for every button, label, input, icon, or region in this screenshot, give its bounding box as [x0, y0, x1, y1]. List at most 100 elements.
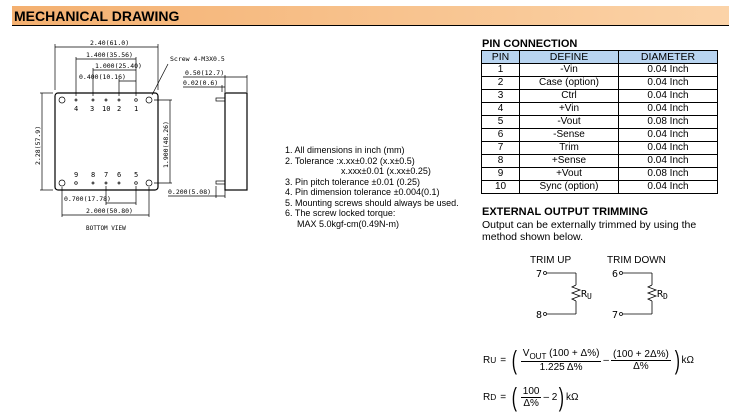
trim-down-pin-bottom: 7 [612, 310, 618, 321]
pin-label: 10 [102, 105, 110, 113]
trim-down-resistor: RD [657, 289, 668, 301]
dim-height: 2.28(57.9) [34, 126, 42, 165]
table-cell: -Sense [519, 128, 619, 142]
note: 4. Pin dimension tolerance ±0.004(0.1) [285, 187, 440, 197]
table-cell: 0.04 Inch [618, 76, 718, 90]
note: 1. All dimensions in inch (mm) [285, 145, 405, 155]
rd-sub: D [490, 392, 497, 402]
note: MAX 5.0kgf-cm(0.49N-m) [297, 218, 400, 229]
table-cell: 0.04 Inch [618, 128, 718, 142]
trimming-title: EXTERNAL OUTPUT TRIMMING [482, 206, 649, 218]
section-header: MECHANICAL DRAWING [12, 6, 729, 26]
screw-label: Screw 4-M3X0.5 [170, 55, 225, 63]
equals: = [500, 391, 507, 403]
table-cell: 10 [481, 180, 520, 194]
note: x.xxx±0.01 (x.xx±0.25) [341, 166, 431, 176]
den: Δ% [523, 397, 539, 409]
table-cell: 8 [481, 154, 520, 168]
mechanical-drawing: 2.40(61.0) 1.400(35.56) 1.000(25.40) 0.4… [34, 39, 248, 232]
table-cell: 0.04 Inch [618, 102, 718, 116]
dim-thickness: 0.50(12.7) [185, 69, 224, 77]
dim-bottom-pin: 0.700(17.78) [64, 195, 111, 203]
trim-circuits: TRIM UP TRIM DOWN 7 8 RU 6 7 RD [530, 255, 668, 321]
table-cell: 6 [481, 128, 520, 142]
dim-pin-span2: 1.000(25.40) [95, 62, 142, 70]
num: V [522, 347, 530, 359]
table-cell: 0.08 Inch [618, 167, 718, 181]
table-cell: 0.04 Inch [618, 180, 718, 194]
pin-label: 4 [74, 105, 78, 113]
pin-connection-title: PIN CONNECTION [482, 38, 578, 50]
table-cell: 7 [481, 141, 520, 155]
unit: kΩ [681, 354, 695, 366]
table-cell: 0.04 Inch [618, 141, 718, 155]
column-header: PIN [481, 50, 520, 64]
table-cell: Ctrl [519, 89, 619, 103]
table-cell: 0.04 Inch [618, 89, 718, 103]
dim-pin-length: 0.200(5.08) [168, 188, 211, 196]
table-cell: Trim [519, 141, 619, 155]
trim-up-pin-bottom: 8 [536, 310, 542, 321]
minus-two: – 2 [543, 391, 558, 403]
table-cell: -Vin [519, 63, 619, 77]
trimming-description: Output can be externally trimmed by usin… [482, 219, 697, 243]
section-title: MECHANICAL DRAWING [14, 8, 180, 24]
den: Δ% [633, 360, 649, 372]
table-cell: 5 [481, 115, 520, 129]
pin-label: 3 [90, 105, 94, 113]
table-cell: 3 [481, 89, 520, 103]
fraction: (100 + 2Δ%)Δ% [610, 348, 671, 372]
table-cell: 0.08 Inch [618, 115, 718, 129]
pin-label: 5 [134, 171, 138, 179]
note: 6. The screw locked torque: [285, 208, 396, 218]
dim-hole-span-v: 1.900(48.26) [162, 121, 170, 168]
table-cell: Case (option) [519, 76, 619, 90]
trim-down-label: TRIM DOWN [607, 255, 666, 266]
dim-pin-pitch: 0.400(10.16) [79, 73, 126, 81]
pin-label: 2 [117, 105, 121, 113]
ru-sub: U [490, 355, 497, 365]
equals: = [500, 354, 507, 366]
trim-up-pin-top: 7 [536, 269, 542, 280]
column-header: DIAMETER [618, 50, 718, 64]
ru-symbol: R [483, 354, 491, 366]
pin-label: 6 [117, 171, 121, 179]
table-cell: +Vin [519, 102, 619, 116]
dim-standoff: 0.02(0.6) [183, 79, 218, 87]
pin-label: 8 [91, 171, 95, 179]
table-cell: -Vout [519, 115, 619, 129]
unit: kΩ [566, 391, 579, 403]
den: 1.225 Δ% [539, 361, 583, 373]
fraction: VOUT (100 + Δ%) 1.225 Δ% [520, 347, 602, 373]
table-header-row: PIN DEFINE DIAMETER [481, 50, 718, 64]
table-cell: +Sense [519, 154, 619, 168]
table-cell: 0.04 Inch [618, 63, 718, 77]
table-cell: 1 [481, 63, 520, 77]
dim-overall-width: 2.40(61.0) [90, 39, 129, 47]
dim-pin-span: 1.400(35.56) [86, 51, 133, 59]
num-sub: OUT [529, 351, 547, 361]
table-cell: 0.04 Inch [618, 154, 718, 168]
trim-up-resistor: RU [581, 289, 592, 301]
pin-label: 1 [134, 105, 138, 113]
table-cell: 4 [481, 102, 520, 116]
table-cell: 9 [481, 167, 520, 181]
bottom-view-label: BOTTOM VIEW [86, 225, 126, 232]
drawing-notes: 1. All dimensions in inch (mm) 2. Tolera… [285, 145, 459, 229]
num: (100 + Δ%) [546, 347, 600, 359]
pin-label: 9 [74, 171, 78, 179]
column-header: DEFINE [519, 50, 619, 64]
